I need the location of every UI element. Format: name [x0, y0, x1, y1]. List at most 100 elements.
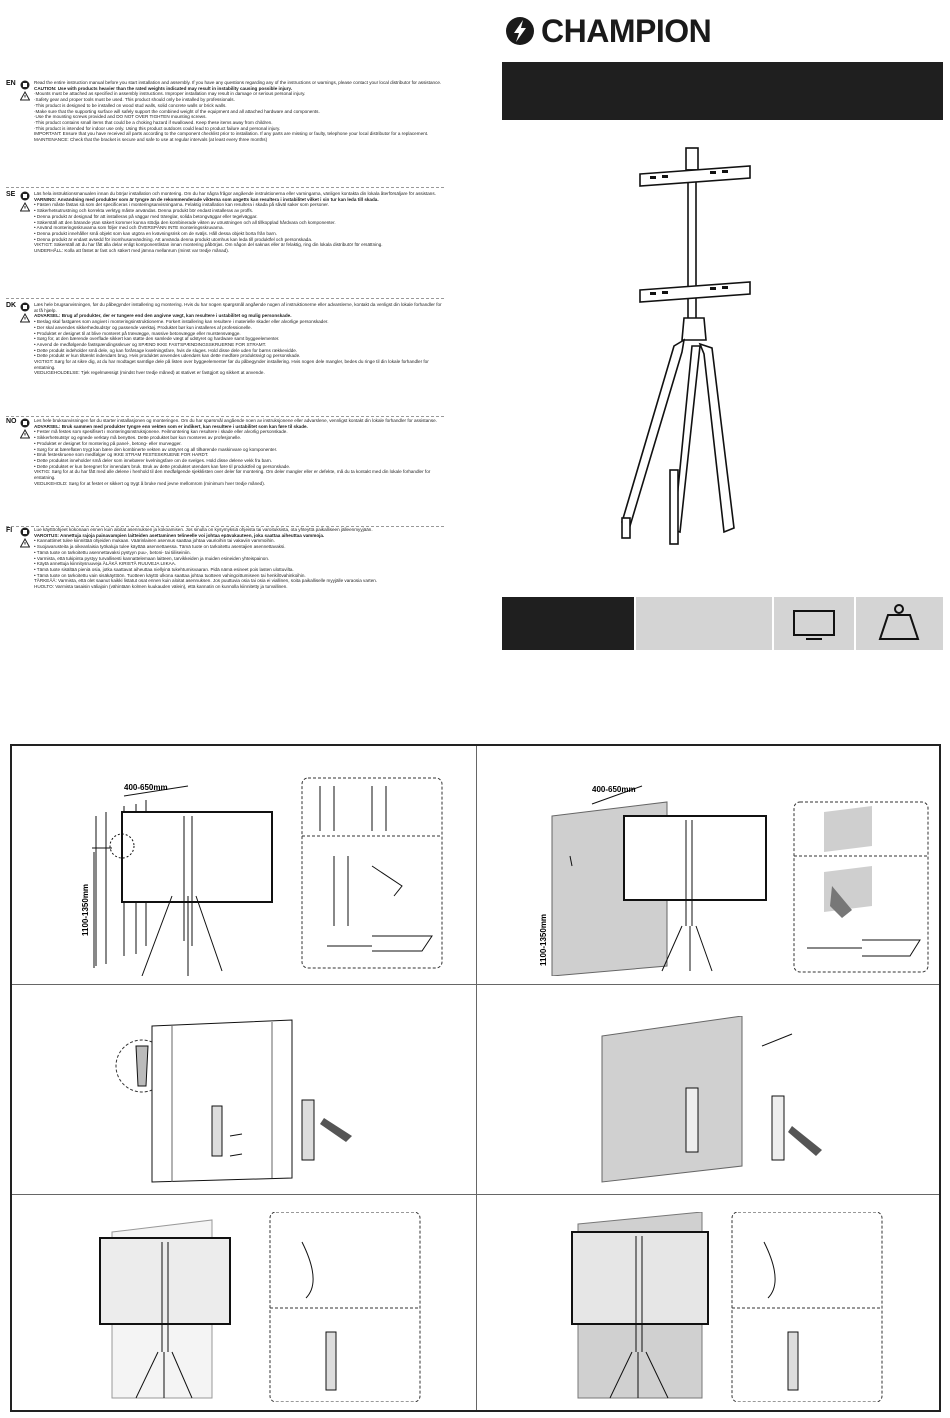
instruction-line: ·This product contains small items that …	[34, 119, 273, 125]
instruction-line: Read the entire instruction manual befor…	[34, 80, 442, 85]
instruction-line: ADVARSEL: Bruk sammen med produkter tyng…	[34, 423, 308, 429]
instruction-line: • Dette produkt er kun tiltænkt indendør…	[34, 353, 301, 359]
instruction-line: VAROITUS: Annettuja rajoja painavampien …	[34, 532, 325, 538]
distance-label: 400-650mm	[592, 785, 636, 794]
instruction-line: • Dette produktet inneholder små deler s…	[34, 457, 273, 463]
warning-icon	[20, 538, 30, 548]
language-code: FI	[6, 527, 13, 534]
instruction-line: • Fästen måste fästas så som det specifi…	[34, 202, 329, 208]
height-label: 1100-1350mm	[539, 914, 548, 966]
instruction-text: Läs hela instruktionsmanualen innan du b…	[34, 191, 444, 254]
section-separator	[6, 526, 444, 527]
instruction-line: • Dette produktet er kun beregnet for in…	[34, 463, 291, 469]
step3-concrete-mount-tv-diagram	[571, 1212, 883, 1402]
instruction-line: ·This product is designed to be installe…	[34, 102, 227, 108]
instruction-line: • Produktet er designet for montering på…	[34, 440, 182, 446]
instruction-line: MAINTENANCE: Check that the bracket is s…	[34, 137, 268, 143]
instruction-line: VEDLIKEHOLD: Sørg for at festet er sikke…	[34, 480, 266, 486]
instruction-line: ·Mounts must be attached as specified in…	[34, 91, 306, 97]
spec-weight-box	[856, 597, 943, 650]
instruction-line: • Sørg for at bæreflaten trygt kan bære …	[34, 446, 278, 452]
instruction-text: Read the entire instruction manual befor…	[34, 80, 444, 143]
instruction-line: ·Make sure that the supporting surface w…	[34, 108, 320, 114]
instruction-line: • Anvend de medfølgende fastspændingsskr…	[34, 341, 267, 347]
instruction-line: CAUTION: Use with products heavier than …	[34, 85, 292, 91]
step3-wood-mount-tv-diagram	[99, 1212, 421, 1402]
instruction-line: Läs hela instruktionsmanualen innan du b…	[34, 191, 436, 196]
section-separator	[6, 187, 444, 188]
instruction-line: • Suojavarusteita ja oikeanlaisia työkal…	[34, 544, 286, 550]
language-block-fi: FI Lue käyttöohjeet kokonaan ennen kuin a…	[6, 527, 444, 623]
step-divider	[12, 1194, 939, 1195]
panel-divider	[476, 746, 477, 1410]
instruction-text: Les hele bruksanvisningen før du starter…	[34, 418, 444, 486]
instruction-line: • Der skal anvendes sikkerhedsudstyr og …	[34, 324, 252, 330]
instruction-line: VIKTIGT: Säkerställ att du har fått alla…	[34, 242, 383, 248]
warning-icon	[20, 313, 30, 323]
instruction-line: • Tämä tuote on tarkoitettu asennettavak…	[34, 549, 191, 555]
instruction-line: Lue käyttöohjeet kokonaan ennen kuin alo…	[34, 527, 373, 532]
instruction-line: Læs hele brugsanvisningen, før du påbegy…	[34, 302, 442, 313]
spec-tv-box	[774, 597, 854, 650]
language-code: NO	[6, 418, 17, 425]
read-manual-icon	[20, 527, 30, 537]
instruction-line: ADVARSEL: Brug af produkter, der er tung…	[34, 313, 292, 319]
instruction-line: • Beslag skal fastgøres som angivet i mo…	[34, 319, 329, 325]
language-code: EN	[6, 80, 16, 87]
instruction-line: VIGTIGT: Sørg for at sikre dig, at du ha…	[34, 359, 429, 370]
tv-icon	[793, 610, 835, 640]
language-block-no: NO Les hele bruksanvisningen før du start…	[6, 418, 444, 527]
instruction-line: ·This product is intended for indoor use…	[34, 125, 281, 131]
read-manual-icon	[20, 418, 30, 428]
read-manual-icon	[20, 191, 30, 201]
brand-name: CHAMPION	[541, 13, 712, 49]
instruction-line: ·Use the mounting screws provided and DO…	[34, 114, 207, 120]
step-divider	[12, 984, 939, 985]
instruction-line: VIKTIG: Sørg for at du har fått med alle…	[34, 469, 431, 481]
language-code: DK	[6, 302, 17, 309]
instruction-line: • Denna produkt är endast avsedd för ino…	[34, 236, 313, 242]
instruction-line: • Tämä tuote on tarkoitettu vain sisäkäy…	[34, 572, 306, 578]
instruction-line: Les hele bruksanvisningen før du starter…	[34, 418, 437, 423]
instruction-line: • Denna produkt innehåller små objekt so…	[34, 230, 277, 236]
instruction-line: • Denna produkt är designad för att inst…	[34, 213, 258, 219]
instruction-line: • Käytä annettuja kiinnitysruuveja ÄLÄKÄ…	[34, 561, 177, 567]
read-manual-icon	[20, 302, 30, 312]
height-label: 1100-1350mm	[81, 884, 90, 936]
instruction-line: • Fester må festes som spesifisert i mon…	[34, 429, 288, 435]
instruction-line: • Varmista, että tukipinta pystyy turval…	[34, 555, 270, 561]
title-bar	[502, 62, 943, 120]
instruction-line: VARNING: Användning med produkter som är…	[34, 196, 379, 202]
step1-concrete-wall-diagram: 400-650mm 1100-1350mm	[539, 785, 929, 976]
instruction-diagram-panel: 400-650mm 1100-1350mm 400-650mm 1100-135…	[10, 744, 941, 1412]
distance-label: 400-650mm	[124, 783, 168, 792]
instruction-line: • Använd monteringsskruvarna som följer …	[34, 225, 224, 231]
instruction-line: TÄRKEÄÄ: Varmista, että olet saanut kaik…	[34, 578, 378, 584]
lightning-logo-icon	[506, 17, 534, 45]
warning-icon	[20, 429, 30, 439]
instruction-line: • Dette produkt indeholder små dele, og …	[34, 347, 298, 353]
tripod-stand-image	[621, 147, 751, 545]
read-manual-icon	[20, 80, 30, 90]
language-block-en: EN Read the entire instruction manual bef…	[6, 80, 444, 188]
instruction-line: • Produktet er designet til at blive mon…	[34, 330, 241, 336]
step1-wood-wall-diagram: 400-650mm 1100-1350mm	[81, 777, 443, 976]
warning-icon	[20, 202, 30, 212]
instruction-line: • Sørg for, at den bærende overflade sik…	[34, 336, 280, 342]
section-separator	[6, 416, 444, 417]
warning-icon	[20, 91, 30, 101]
instruction-text: Lue käyttöohjeet kokonaan ennen kuin alo…	[34, 527, 444, 590]
instruction-text: Læs hele brugsanvisningen, før du påbegy…	[34, 302, 444, 376]
instruction-line: • Sikkerhetsutstyr og egnede verktøy må …	[34, 435, 242, 441]
brand-logo: CHAMPION	[505, 13, 712, 49]
instruction-line: VEDLIGEHOLDELSE: Tjek regelmæssigt (mind…	[34, 370, 265, 376]
instruction-line: UNDERHÅLL: Kolla att fästet är fast och …	[34, 248, 230, 254]
language-code: SE	[6, 191, 16, 198]
instruction-line: HUOLTO: Varmista tasaisin väliajoin (väh…	[34, 584, 288, 590]
spec-dark-box	[502, 597, 634, 650]
step2-wood-anchor-diagram	[115, 1019, 352, 1183]
instruction-line: • Kannattimet tulee kiinnittää ohjeiden …	[34, 538, 275, 544]
spec-grey-box	[636, 597, 772, 650]
language-block-se: SE Läs hela instruktionsmanualen innan du…	[6, 191, 444, 299]
section-separator	[6, 298, 444, 299]
